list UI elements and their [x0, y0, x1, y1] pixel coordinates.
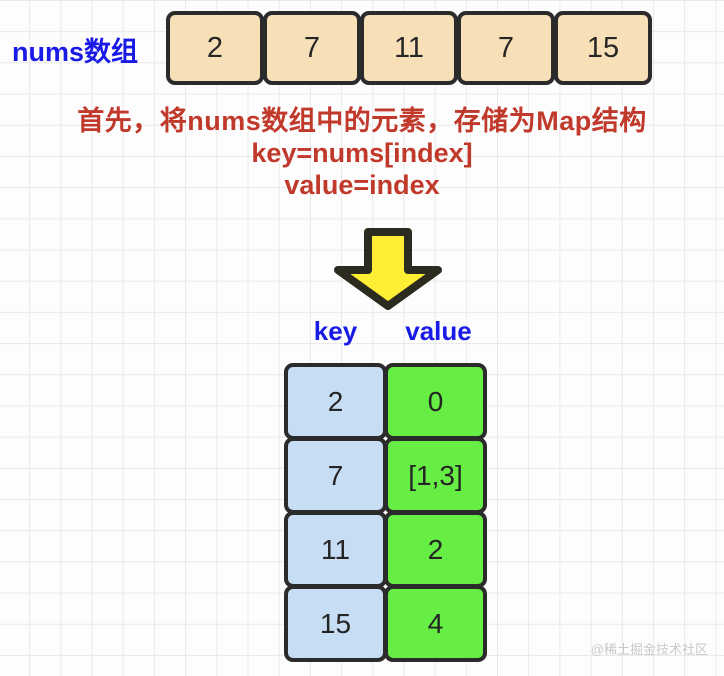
array-cell: 7 — [457, 11, 555, 85]
map-value-cell: 2 — [384, 511, 487, 588]
map-table: 2 0 7 [1,3] 11 2 15 4 — [284, 363, 487, 662]
table-row: 2 0 — [284, 363, 487, 440]
table-row: 11 2 — [284, 511, 487, 588]
watermark: @稀土掘金技术社区 — [590, 642, 708, 657]
array-cell: 15 — [554, 11, 652, 85]
caption-line-3: value=index — [284, 169, 440, 200]
caption-block: 首先，将nums数组中的元素，存储为Map结构 key=nums[index] … — [0, 106, 724, 202]
table-row: 15 4 — [284, 585, 487, 662]
table-row: 7 [1,3] — [284, 437, 487, 514]
down-arrow-icon — [331, 228, 445, 310]
map-value-cell: [1,3] — [384, 437, 487, 514]
map-value-cell: 4 — [384, 585, 487, 662]
map-value-cell: 0 — [384, 363, 487, 440]
map-key-cell: 15 — [284, 585, 387, 662]
caption-line-1: 首先，将nums数组中的元素，存储为Map结构 — [77, 106, 647, 136]
map-key-cell: 2 — [284, 363, 387, 440]
array-cell: 11 — [360, 11, 458, 85]
array-cell: 2 — [166, 11, 264, 85]
map-key-cell: 7 — [284, 437, 387, 514]
map-table-headers: key value — [284, 316, 490, 347]
map-header-value: value — [405, 316, 472, 346]
caption-line-2: key=nums[index] — [251, 137, 473, 168]
nums-array-label: nums数组 — [12, 37, 139, 67]
map-key-cell: 11 — [284, 511, 387, 588]
nums-array-row: 2 7 11 7 15 — [166, 11, 652, 85]
map-header-key: key — [313, 316, 358, 346]
array-cell: 7 — [263, 11, 361, 85]
